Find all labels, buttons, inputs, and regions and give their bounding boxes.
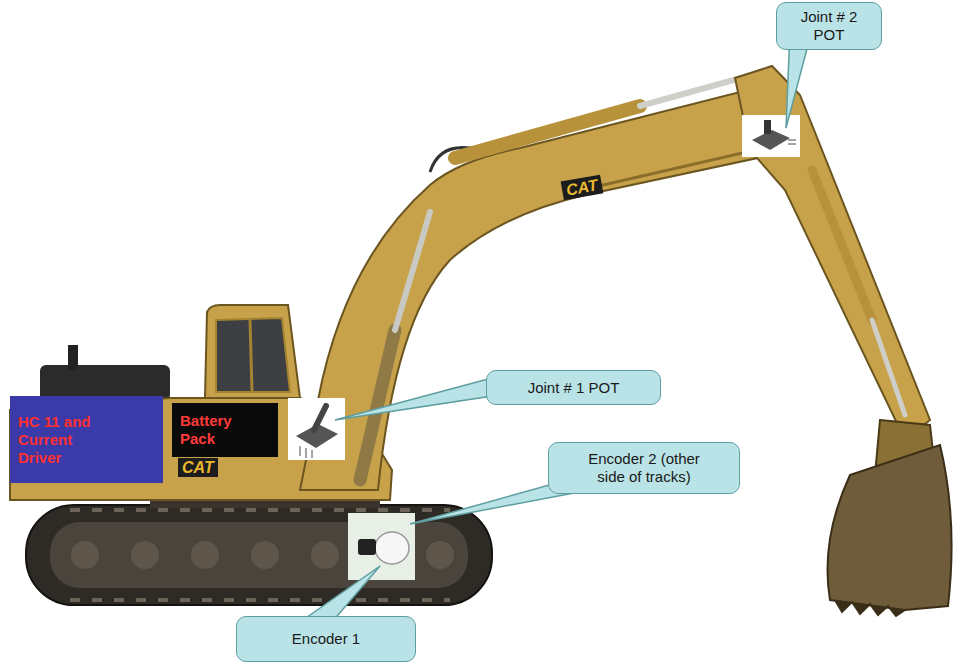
track-shoes: [70, 598, 450, 602]
bucket-cylinder: [812, 170, 872, 320]
pot-shaft: [314, 406, 326, 430]
node-text: Joint # 1 POT: [528, 379, 620, 397]
roller: [311, 541, 339, 569]
node-text: Encoder 1: [292, 630, 360, 648]
arm-cylinder: [455, 106, 640, 158]
window-frame: [250, 319, 252, 392]
pot-picture: [742, 115, 800, 157]
pot-pins: [300, 446, 312, 458]
track-shoes: [70, 508, 450, 512]
callout-pointer: [300, 566, 380, 622]
bucket-teeth: [835, 600, 905, 616]
roller: [71, 541, 99, 569]
controller-box: HC 11 and Current Driver: [10, 396, 163, 483]
cab-window: [216, 318, 290, 392]
callout: Joint # 2 POT: [776, 2, 882, 50]
exhaust-stack: [68, 345, 78, 370]
callout: Encoder 2 (other side of tracks): [548, 442, 740, 494]
node-text: HC 11 and Current Driver: [18, 413, 108, 467]
encoder-picture: [348, 513, 415, 580]
boom-cylinder-rod: [395, 212, 430, 330]
node-text: Encoder 2 (other side of tracks): [577, 450, 712, 486]
brand-label: CAT: [561, 175, 603, 201]
roller: [251, 541, 279, 569]
callout: Joint # 1 POT: [486, 370, 661, 405]
pot-pins: [788, 140, 796, 144]
pot-picture: [288, 398, 345, 460]
roller: [191, 541, 219, 569]
brand-label: CAT: [178, 458, 218, 477]
encoder-knob: [358, 539, 376, 555]
encoder-body: [375, 532, 409, 564]
stick: [735, 66, 930, 440]
battery-box: Battery Pack: [172, 403, 278, 457]
node-text: Battery Pack: [180, 412, 252, 448]
callout-pointer: [335, 378, 492, 420]
callout: Encoder 1: [236, 616, 416, 662]
arm-cylinder-rod: [640, 76, 748, 106]
node-text: Joint # 2 POT: [785, 8, 873, 44]
roller: [426, 541, 454, 569]
bucket-cylinder-rod: [872, 320, 905, 415]
bucket: [828, 445, 952, 610]
boom: [300, 92, 795, 490]
pot-shaft: [764, 120, 771, 134]
roller: [131, 541, 159, 569]
cab: [205, 305, 300, 398]
